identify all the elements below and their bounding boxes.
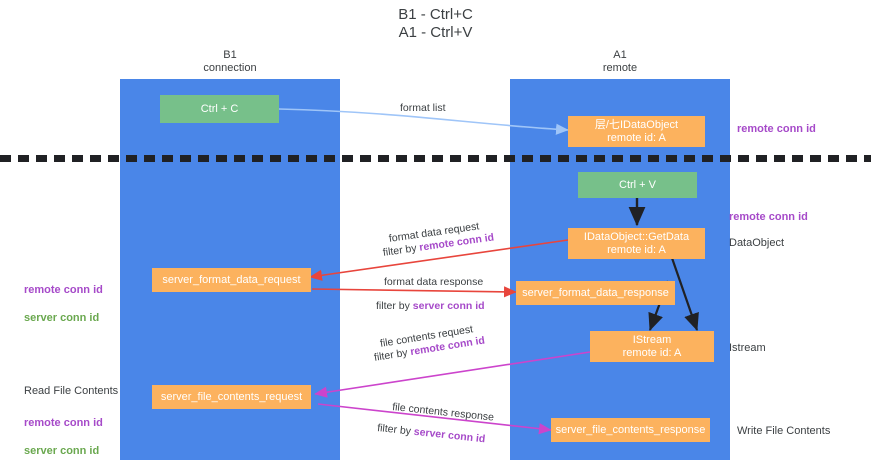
anno-left-remote-conn-id-2: remote conn id (24, 417, 103, 429)
filter-key-server-conn-id: server conn id (412, 300, 485, 312)
box-idataobject-remote[interactable]: 层/七IDataObject remote id: A (568, 116, 705, 147)
edge-label-format-data-response: format data response (384, 276, 484, 288)
anno-left-read-file-contents: Read File Contents (24, 385, 119, 397)
filter-prefix: filter by (373, 346, 412, 364)
box-istream[interactable]: IStream remote id: A (590, 331, 714, 362)
anno-left-server-conn-id-2: server conn id (24, 445, 100, 457)
diagram-title: B1 - Ctrl+C A1 - Ctrl+V (398, 6, 473, 41)
anno-left-remote-conn-id: remote conn id (24, 284, 103, 296)
anno-left-conn-ids-bottom: remote conn id server conn id (24, 402, 103, 458)
edge-label-format-data-response-filter: filter by server conn id (376, 299, 485, 313)
filter-prefix: filter by (376, 300, 413, 312)
box-ctrl-v[interactable]: Ctrl + V (578, 172, 697, 198)
box-server-format-data-response[interactable]: server_format_data_response (516, 281, 675, 305)
anno-right-dataobject: DataObject (729, 237, 785, 249)
anno-right-remote-conn-id-mid: remote conn id (729, 211, 808, 223)
phase-divider (0, 155, 871, 162)
box-ctrl-c[interactable]: Ctrl + C (160, 95, 279, 123)
box-server-file-contents-request[interactable]: server_file_contents_request (152, 385, 311, 409)
edge-label-file-contents-response-text: file contents response (391, 400, 495, 424)
box-idataobject-getdata[interactable]: IDataObject::GetData remote id: A (568, 228, 705, 259)
box-server-file-contents-response[interactable]: server_file_contents_response (551, 418, 710, 442)
anno-right-istream: Istream (729, 342, 766, 354)
edge-label-file-contents-response: file contents response (392, 400, 495, 425)
edge-label-file-contents-response-filter: filter by server conn id (377, 421, 486, 446)
anno-left-conn-ids-top: remote conn id server conn id (24, 269, 103, 325)
anno-right-write-file-contents: Write File Contents (737, 425, 831, 437)
edge-label-format-list: format list (400, 102, 446, 114)
lane-header-b1: B1 connection (203, 49, 257, 74)
lane-header-a1: A1 remote (602, 49, 638, 74)
box-server-format-data-request[interactable]: server_format_data_request (152, 268, 311, 292)
filter-prefix: filter by (382, 241, 421, 259)
filter-key-server-conn-id: server conn id (413, 425, 486, 446)
anno-left-server-conn-id: server conn id (24, 312, 100, 324)
anno-right-remote-conn-id-top: remote conn id (737, 123, 816, 135)
filter-prefix: filter by (376, 421, 415, 438)
